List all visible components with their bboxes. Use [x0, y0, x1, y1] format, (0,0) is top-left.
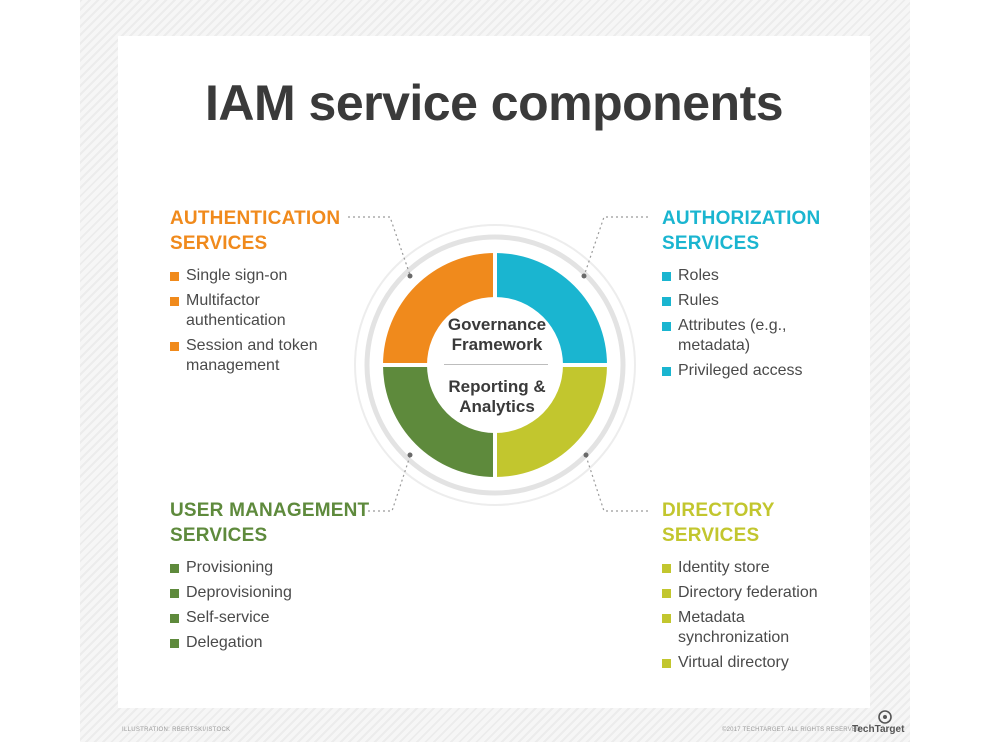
- authorization-section: AUTHORIZATION SERVICES Roles Rules Attri…: [662, 206, 832, 386]
- techtarget-logo-icon: [878, 710, 892, 724]
- list-item: Metadata synchronization: [662, 608, 847, 648]
- connector-authentication: [348, 216, 411, 276]
- list-item: Privileged access: [662, 361, 832, 381]
- authentication-heading: AUTHENTICATION SERVICES: [170, 208, 341, 254]
- list-item: Multifactor authentication: [170, 291, 345, 331]
- center-reporting-label: Reporting & Analytics: [448, 377, 546, 416]
- list-item: Rules: [662, 291, 832, 311]
- page-title: IAM service components: [204, 75, 784, 131]
- connector-user-management: [368, 455, 411, 512]
- segment-user-management: [383, 365, 495, 477]
- copyright-text: ©2017 TECHTARGET. ALL RIGHTS RESERVED: [722, 727, 861, 733]
- segment-authorization: [495, 253, 607, 365]
- list-item: Identity store: [662, 558, 847, 578]
- center-governance-label: Governance Framework: [447, 315, 547, 354]
- segment-authentication: [383, 253, 495, 365]
- list-item: Session and token management: [170, 336, 345, 376]
- techtarget-logo-text: TechTarget: [852, 724, 905, 735]
- segment-directory: [495, 365, 607, 477]
- authentication-section: AUTHENTICATION SERVICES Single sign-on M…: [170, 206, 345, 381]
- list-item: Virtual directory: [662, 653, 847, 673]
- center-circle: [429, 299, 561, 431]
- connector-directory: [585, 455, 648, 512]
- outer-ring-thin: [354, 224, 636, 506]
- user-management-section: USER MANAGEMENT SERVICES Provisioning De…: [170, 498, 369, 658]
- illustration-credit: ILLUSTRATION: RBERTSKI/ISTOCK: [122, 727, 231, 733]
- directory-section: DIRECTORY SERVICES Identity store Direct…: [662, 498, 847, 678]
- list-item: Self-service: [170, 608, 350, 628]
- list-item: Deprovisioning: [170, 583, 350, 603]
- directory-heading: DIRECTORY SERVICES: [662, 500, 775, 546]
- center-divider: [444, 364, 548, 365]
- list-item: Single sign-on: [170, 266, 345, 286]
- list-item: Attributes (e.g., metadata): [662, 316, 832, 356]
- list-item: Delegation: [170, 633, 350, 653]
- list-item: Provisioning: [170, 558, 350, 578]
- connector-authorization: [583, 216, 648, 277]
- list-item: Roles: [662, 266, 832, 286]
- list-item: Directory federation: [662, 583, 847, 603]
- authorization-heading: AUTHORIZATION SERVICES: [662, 208, 821, 254]
- outer-ring: [364, 234, 626, 496]
- user-management-heading: USER MANAGEMENT SERVICES: [170, 500, 370, 546]
